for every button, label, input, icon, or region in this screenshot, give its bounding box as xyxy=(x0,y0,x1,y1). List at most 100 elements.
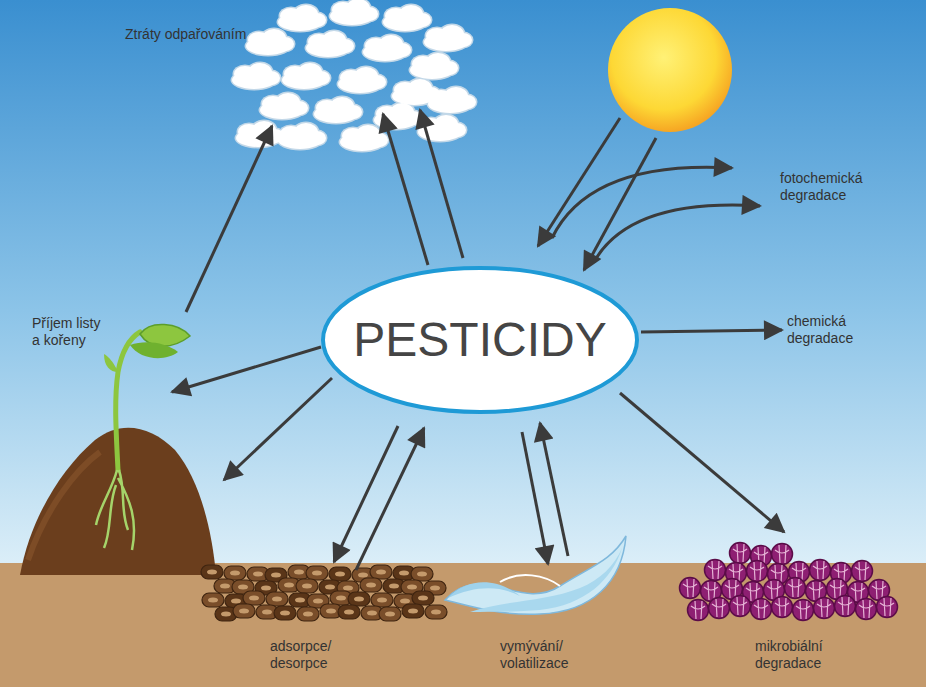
particle-hole xyxy=(389,584,399,589)
process-label: mikrobiální degradace xyxy=(755,638,850,672)
microbe-stripe xyxy=(733,544,747,562)
microbe-stripe xyxy=(855,562,869,580)
cloud-puff xyxy=(262,71,280,85)
soil-particle xyxy=(338,605,360,619)
microbes xyxy=(680,543,898,621)
particle-hole xyxy=(238,585,248,590)
particle-hole xyxy=(284,583,294,588)
flow-arrow xyxy=(420,110,463,258)
particle-hole xyxy=(408,609,418,614)
plant-node: Příjem listy a kořeny xyxy=(22,312,217,582)
particle-hole xyxy=(407,585,417,590)
soil-particle xyxy=(411,567,433,581)
microbe-stripe xyxy=(775,545,789,563)
soil-particle xyxy=(233,604,255,618)
cloud-puff xyxy=(276,37,294,51)
particle-hole xyxy=(253,572,263,577)
particle-hole xyxy=(230,571,240,576)
particle-hole xyxy=(262,610,272,615)
particle-hole xyxy=(220,584,230,589)
flow-arrow xyxy=(540,423,568,556)
process-label: Ztráty odpařováním xyxy=(125,26,295,43)
soil-particle xyxy=(425,605,447,619)
microbe-stripe xyxy=(796,601,810,619)
particle-hole xyxy=(272,597,282,602)
microbe xyxy=(730,543,751,564)
adsorption-node: adsorpce/ desorpce xyxy=(200,560,445,682)
flow-arrow xyxy=(383,114,428,265)
soil-particle xyxy=(348,592,370,606)
cloud-puff xyxy=(440,61,458,75)
microbe-stripe xyxy=(880,598,894,616)
soil-particle xyxy=(243,591,265,605)
microbe xyxy=(852,561,873,582)
particle-hole xyxy=(376,570,386,575)
cloud-puff xyxy=(308,13,326,27)
flow-arrow xyxy=(334,426,398,562)
microbe xyxy=(680,578,701,599)
soil-particle xyxy=(306,566,328,580)
soil-particle xyxy=(371,593,393,607)
microbe xyxy=(772,544,793,565)
particle-hole xyxy=(336,596,346,601)
particle-hole xyxy=(417,572,427,577)
particle-hole xyxy=(326,609,336,614)
clouds xyxy=(231,0,478,153)
evaporation-node: Ztráty odpařováním xyxy=(118,18,478,153)
particle-hole xyxy=(344,610,354,615)
node-title: PESTICIDY xyxy=(353,312,606,368)
ground xyxy=(0,563,926,687)
soil-particle xyxy=(224,566,246,580)
microbe-stripe xyxy=(838,597,852,615)
microbe-stripe xyxy=(708,561,722,579)
microbe-stripe xyxy=(813,561,827,579)
particle-hole xyxy=(221,612,231,617)
process-label: chemická degradace xyxy=(787,313,877,347)
microbe-stripe xyxy=(788,579,802,597)
particle-hole xyxy=(303,612,313,617)
particle-hole xyxy=(366,583,376,588)
particle-hole xyxy=(295,598,305,603)
particle-hole xyxy=(377,598,387,603)
water-wave xyxy=(445,536,626,614)
microbe xyxy=(856,599,877,620)
photo-arrow xyxy=(594,205,760,262)
roots xyxy=(96,470,134,550)
microbe xyxy=(877,597,898,618)
process-label: Příjem listy a kořeny xyxy=(32,315,102,349)
soil-particle xyxy=(370,565,392,579)
soil-particle xyxy=(201,565,223,579)
microbe xyxy=(814,598,835,619)
particle-hole xyxy=(239,609,249,614)
soil-particle xyxy=(412,591,434,605)
particle-hole xyxy=(302,584,312,589)
microbe-stripe xyxy=(817,599,831,617)
particle-hole xyxy=(358,573,368,578)
flow-arrow xyxy=(356,428,424,570)
cloud-puff xyxy=(454,33,472,47)
particle-hole xyxy=(354,597,364,602)
soil-particle xyxy=(202,593,224,607)
soil-particle xyxy=(360,578,382,592)
cloud-puff xyxy=(458,95,476,109)
microbe xyxy=(688,600,709,621)
flow-arrow xyxy=(172,347,321,392)
flow-arrow xyxy=(620,393,784,532)
microbe-stripe xyxy=(859,600,873,618)
soil-particle xyxy=(296,579,318,593)
pesticide-ellipse: PESTICIDY xyxy=(320,265,640,415)
flow-arrow xyxy=(186,126,272,312)
microbe xyxy=(835,596,856,617)
cloud-puff xyxy=(312,71,330,85)
particle-hole xyxy=(367,611,377,616)
particle-hole xyxy=(313,599,323,604)
cloud-puff xyxy=(448,123,466,137)
particle-hole xyxy=(280,611,290,616)
microbe-stripe xyxy=(733,597,747,615)
microbe xyxy=(772,597,793,618)
process-label: fotochemická degradace xyxy=(780,170,890,204)
microbe xyxy=(751,599,772,620)
cloud-puff xyxy=(308,131,326,145)
soil-particle xyxy=(297,607,319,621)
